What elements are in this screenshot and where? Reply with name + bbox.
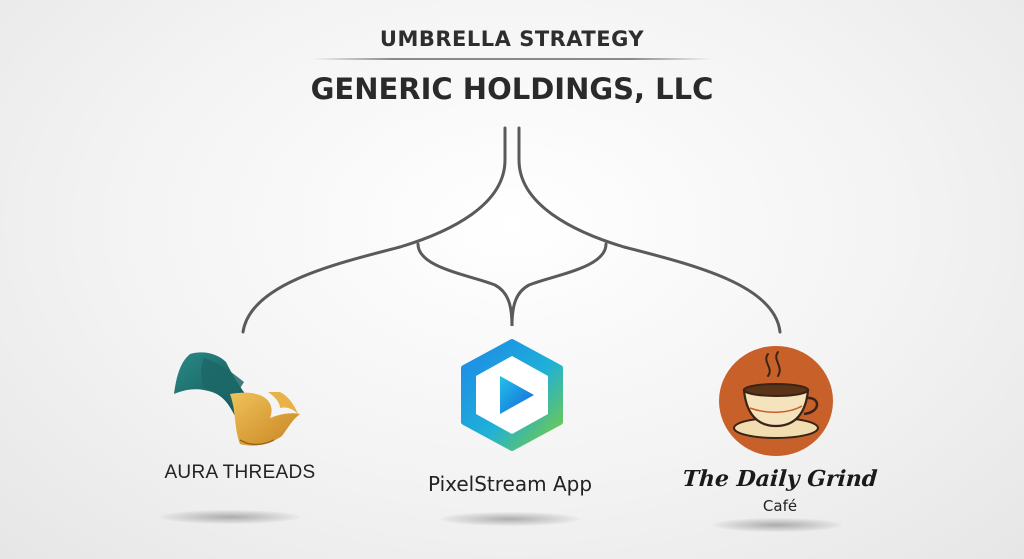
brand-subtitle-cafe: Café (762, 497, 798, 515)
silk-scarf-icon (174, 352, 300, 446)
hexagon-play-icon (461, 339, 563, 451)
brand-name-aura-threads: AURA THREADS (164, 462, 316, 483)
parent-company-title: GENERIC HOLDINGS, LLC (310, 72, 714, 106)
heading-divider (312, 58, 712, 60)
brand-name-daily-grind: The Daily Grind (681, 466, 879, 492)
brand-name-pixelstream: PixelStream App (427, 472, 593, 496)
coffee-cup-icon (719, 346, 833, 456)
strategy-heading: UMBRELLA STRATEGY (379, 27, 645, 51)
connector-line-grind (517, 126, 782, 334)
connector-line-aura (241, 126, 507, 334)
connector-line-pixelstream (416, 242, 608, 327)
aura-shadow (160, 510, 300, 524)
pixelstream-shadow (440, 512, 580, 526)
grind-shadow (712, 518, 842, 532)
